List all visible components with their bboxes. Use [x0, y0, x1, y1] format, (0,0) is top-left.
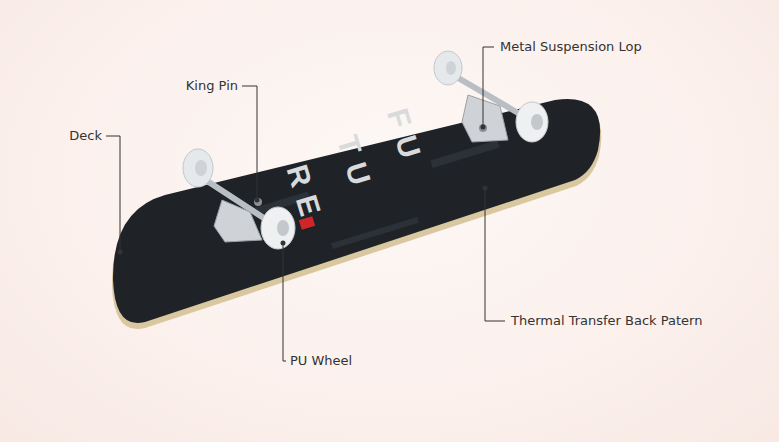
deck-pattern — [250, 140, 499, 249]
truck — [434, 51, 548, 142]
deck — [113, 99, 600, 323]
part-label: PU Wheel — [290, 352, 352, 370]
part-label: Metal Suspension Lop — [500, 38, 642, 56]
part-label: Thermal Transfer Back Patern — [511, 312, 702, 330]
part-label: King Pin — [186, 77, 238, 95]
part-label: Deck — [69, 127, 102, 145]
truck — [183, 149, 295, 249]
leader-line — [106, 47, 505, 361]
leader-dot — [118, 125, 488, 255]
